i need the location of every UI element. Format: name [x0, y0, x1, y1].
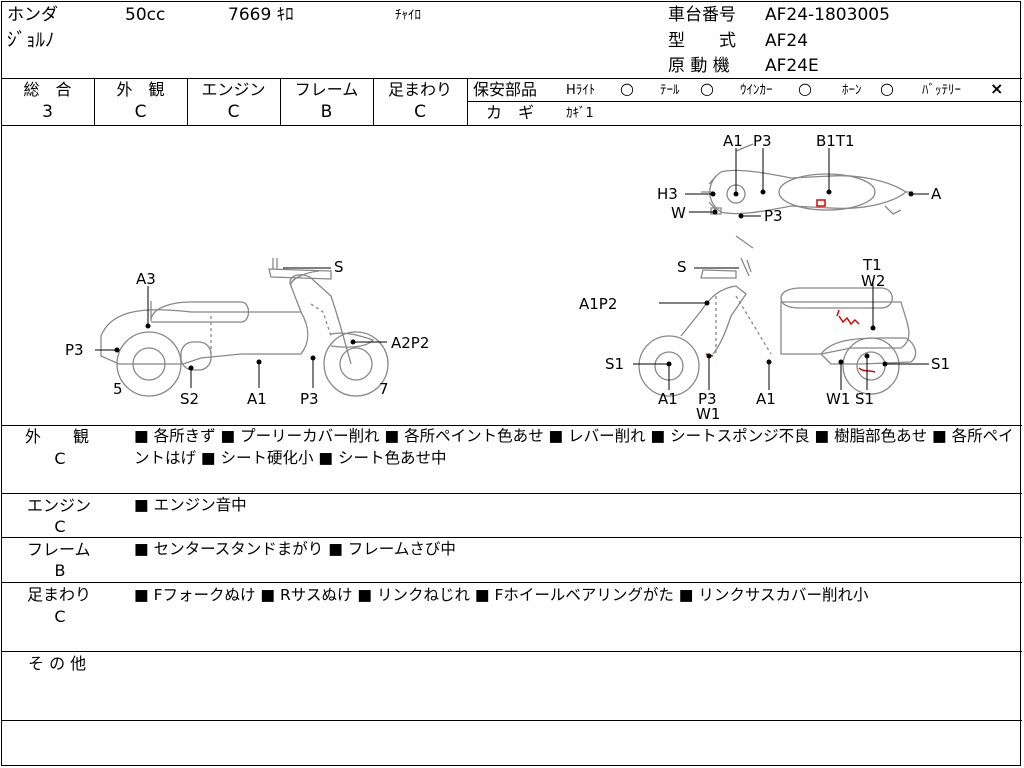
- section-engine-grade: C: [54, 517, 66, 536]
- section-exterior-title: 外 観: [25, 427, 90, 446]
- label-top-w: W: [671, 204, 686, 222]
- safety-battery-mark: ×: [990, 79, 1004, 98]
- label-right-a1-mid: A1: [756, 390, 776, 408]
- rating-exterior-value: C: [134, 102, 147, 122]
- label-left-a2p2: A2P2: [391, 334, 429, 352]
- damage-mark-seat-top: [816, 199, 826, 207]
- label-right-w1-rear: W1: [826, 390, 850, 408]
- section-other-title: そ の 他: [28, 654, 87, 673]
- safety-horn: ﾎｰﾝ: [842, 83, 862, 98]
- displacement: 50cc: [125, 5, 166, 25]
- section-engine-title: エンジン: [27, 496, 92, 515]
- label-top-p3: P3: [753, 132, 772, 150]
- model-name: ｼﾞｮﾙﾉ: [7, 29, 55, 51]
- rating-exterior-label: 外 観: [116, 80, 165, 99]
- section-suspension-notes: ■ Fフォークぬけ ■ Rサスぬけ ■ リンクねじれ ■ Fホイールベアリングが…: [134, 586, 869, 604]
- damage-mark-body-tick: [836, 309, 840, 317]
- section-frame-notes: ■ センタースタンドまがり ■ フレームさび中: [134, 540, 456, 558]
- section-suspension-grade: C: [54, 607, 66, 626]
- frame-no-label: 車台番号: [668, 5, 736, 25]
- damage-mark-body: [838, 315, 860, 326]
- type-value: AF24: [765, 31, 809, 51]
- label-right-s1-bottom: S1: [855, 390, 874, 408]
- label-right-w1-front: W1: [696, 405, 720, 423]
- label-right-s: S: [677, 258, 687, 276]
- rating-overall-label: 総 合: [23, 80, 72, 99]
- section-frame-title: フレーム: [27, 540, 91, 559]
- label-top-h3: H3: [657, 185, 678, 203]
- safety-parts-label: 保安部品: [473, 80, 538, 99]
- rating-frame-value: B: [320, 102, 333, 122]
- label-right-a1-front: A1: [658, 390, 678, 408]
- damage-diagram: S A3 P3 A2P2 5 S2 A1 P3 7 S T1 W2 A1P2 S…: [65, 132, 950, 423]
- key-label: カ ギ: [486, 103, 535, 122]
- damage-mark-rear: [858, 367, 876, 373]
- safety-headlight: Hﾗｲﾄ: [566, 83, 596, 98]
- label-left-7: 7: [379, 380, 389, 398]
- label-right-w2: W2: [861, 272, 885, 290]
- label-right-t1: T1: [862, 256, 882, 274]
- key-value: ｶｷﾞ1: [566, 106, 594, 121]
- label-right-p3: P3: [698, 390, 717, 408]
- rating-suspension-value: C: [414, 102, 426, 122]
- label-right-s1-front: S1: [605, 355, 624, 373]
- label-right-a1p2: A1P2: [579, 295, 617, 313]
- engine-label: 原 動 機: [668, 56, 730, 76]
- label-left-a3: A3: [136, 270, 156, 288]
- label-left-p3-bottom: P3: [300, 390, 319, 408]
- engine-value: AF24E: [765, 56, 819, 76]
- label-left-s: S: [334, 258, 344, 276]
- label-top-b1t1: B1T1: [816, 132, 855, 150]
- type-label: 型 式: [668, 31, 736, 51]
- section-exterior-notes: ■ 各所きず ■ プーリーカバー削れ ■ 各所ペイント色あせ ■ レバー削れ ■…: [134, 427, 1014, 467]
- maker: ホンダ: [7, 5, 58, 25]
- label-left-a1: A1: [247, 390, 267, 408]
- label-top-p3-lower: P3: [764, 207, 783, 225]
- safety-battery: ﾊﾞｯﾃﾘｰ: [922, 83, 961, 98]
- scooter-top-view: [701, 143, 913, 249]
- frame-no: AF24-1803005: [765, 5, 890, 25]
- safety-winker: ｳｲﾝｶｰ: [740, 83, 773, 98]
- rating-suspension-label: 足まわり: [387, 80, 452, 99]
- section-frame-grade: B: [54, 561, 66, 580]
- label-top-a: A: [931, 185, 942, 203]
- safety-tail: ﾃｰﾙ: [660, 83, 680, 98]
- safety-winker-mark: ○: [798, 79, 812, 98]
- scooter-left-view: [100, 258, 389, 397]
- section-suspension-title: 足まわり: [27, 585, 92, 604]
- label-right-s1-rear: S1: [931, 355, 950, 373]
- section-exterior-grade: C: [54, 449, 66, 468]
- body-color: ﾁｬｲﾛ: [395, 8, 421, 23]
- rating-engine-label: エンジン: [201, 80, 266, 99]
- label-top-a1: A1: [723, 132, 743, 150]
- rating-overall-value: 3: [42, 102, 53, 122]
- safety-horn-mark: ○: [880, 79, 894, 98]
- rating-frame-label: フレーム: [294, 80, 359, 99]
- label-left-p3: P3: [65, 341, 84, 359]
- mileage: 7669 ｷﾛ: [228, 5, 294, 25]
- rating-engine-value: C: [227, 102, 240, 122]
- safety-tail-mark: ○: [700, 79, 714, 98]
- label-left-5: 5: [113, 380, 123, 398]
- label-left-s2: S2: [180, 390, 199, 408]
- section-engine-notes: ■ エンジン音中: [134, 496, 247, 514]
- safety-headlight-mark: ○: [620, 79, 634, 98]
